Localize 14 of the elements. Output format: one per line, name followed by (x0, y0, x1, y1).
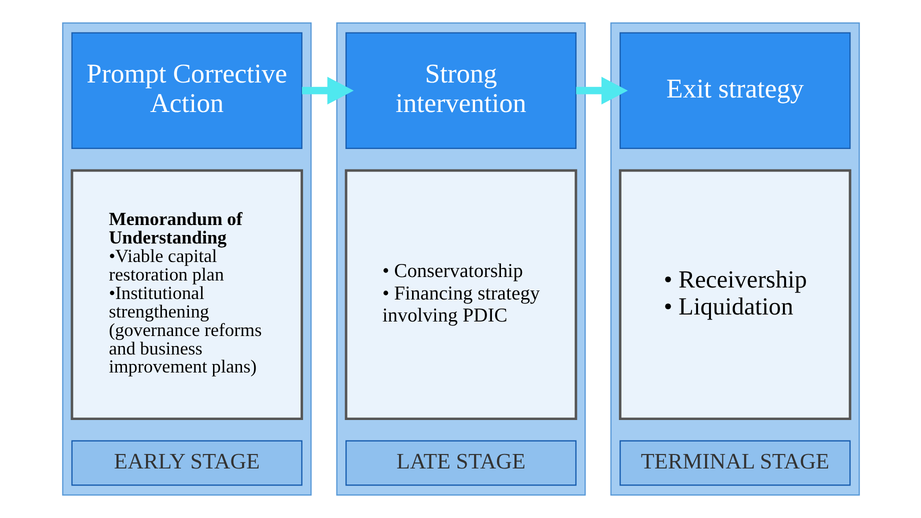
node-box: • Receivership • Liquidation (618, 169, 851, 420)
node-box: TERMINAL STAGE (619, 440, 850, 486)
node-box: Strong intervention (344, 32, 576, 149)
arrow (576, 76, 628, 104)
cluster (610, 22, 860, 496)
node-box: LATE STAGE (344, 440, 576, 486)
arrow (302, 76, 354, 104)
cluster (62, 22, 312, 496)
cluster (336, 22, 586, 496)
node-box: • Conservatorship • Financing strategy involving PDIC (344, 169, 577, 420)
node-box: Prompt Corrective Action (70, 32, 302, 149)
node-box: EARLY STAGE (70, 440, 302, 486)
node-box: Memorandum of Understanding •Viable capital restoration plan •Institutional strengthening (governance reforms and business improvement plans) (70, 169, 303, 420)
node-box: Exit strategy (619, 32, 850, 149)
